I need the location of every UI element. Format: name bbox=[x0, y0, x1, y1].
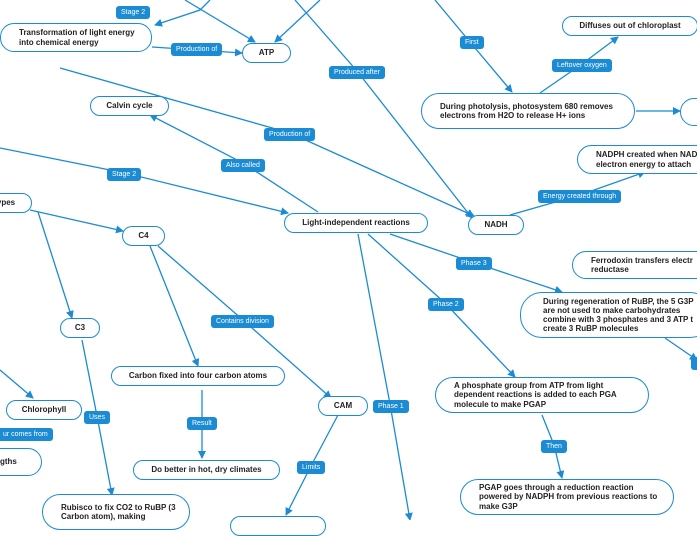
label-uses: Uses bbox=[84, 411, 110, 424]
node-nadh[interactable]: NADH bbox=[468, 215, 524, 235]
node-phosphate-group[interactable]: A phosphate group from ATP from light de… bbox=[435, 377, 649, 413]
node-ferrodoxin[interactable]: Ferrodoxin transfers electr reductase bbox=[572, 251, 697, 279]
node-calvin-cycle[interactable]: Calvin cycle bbox=[90, 96, 169, 116]
node-do-better[interactable]: Do better in hot, dry climates bbox=[133, 460, 280, 480]
node-partial-bottom[interactable] bbox=[230, 516, 326, 536]
edge-c4-carbon bbox=[149, 245, 200, 367]
label-stage2-top: Stage 2 bbox=[116, 6, 151, 19]
node-c3[interactable]: C3 bbox=[60, 318, 100, 338]
label-comes-from: ur comes from bbox=[0, 428, 53, 441]
label-partial-right bbox=[691, 357, 697, 370]
edge-types-c4 bbox=[29, 209, 124, 234]
node-chlorophyll[interactable]: Chlorophyll bbox=[6, 400, 82, 420]
node-rubisco[interactable]: Rubisco to fix CO2 to RuBP (3 Carbon ato… bbox=[42, 494, 190, 530]
node-photolysis[interactable]: During photolysis, photosystem 680 remov… bbox=[421, 93, 635, 129]
label-production-of-atp: Production of bbox=[171, 43, 223, 56]
node-diffuses-out[interactable]: Diffuses out of chloroplast bbox=[562, 16, 697, 36]
label-result: Result bbox=[187, 417, 217, 430]
node-carbon-fixed[interactable]: Carbon fixed into four carbon atoms bbox=[111, 366, 285, 386]
edge-stage2-top bbox=[154, 0, 211, 27]
node-light-independent-reactions[interactable]: Light-independent reactions bbox=[284, 213, 428, 233]
node-regeneration[interactable]: During regeneration of RuBP, the 5 G3P a… bbox=[520, 292, 697, 338]
node-types[interactable]: ypes bbox=[0, 193, 32, 213]
edge-stage2-mid bbox=[0, 147, 289, 216]
node-lengths[interactable]: ngths bbox=[0, 448, 42, 476]
edge-to-chlorophyll bbox=[0, 369, 34, 399]
label-stage2-mid: Stage 2 bbox=[107, 168, 142, 181]
label-production-of-nadh: Production of bbox=[264, 128, 316, 141]
label-first: First bbox=[460, 36, 484, 49]
node-c4[interactable]: C4 bbox=[122, 226, 165, 246]
label-energy-created: Energy created through bbox=[538, 190, 622, 203]
edge-to-atp-right bbox=[274, 0, 321, 43]
edge-phase1 bbox=[357, 233, 413, 520]
label-then: Then bbox=[541, 440, 567, 453]
label-phase1: Phase 1 bbox=[373, 400, 409, 413]
label-limits: Limits bbox=[297, 461, 326, 474]
label-phase2: Phase 2 bbox=[428, 298, 464, 311]
node-atp[interactable]: ATP bbox=[242, 43, 291, 63]
node-cam[interactable]: CAM bbox=[318, 396, 368, 416]
node-pgap-reduction[interactable]: PGAP goes through a reduction reaction p… bbox=[460, 479, 674, 515]
label-also-called: Also called bbox=[221, 159, 265, 172]
label-leftover-oxygen: Leftover oxygen bbox=[552, 59, 612, 72]
edge-regen-right bbox=[664, 337, 697, 361]
node-nadph-created[interactable]: NADPH created when NAD electron energy t… bbox=[577, 145, 697, 174]
edge-types-c3 bbox=[37, 211, 74, 319]
label-contains-division: Contains division bbox=[211, 315, 274, 328]
label-phase3: Phase 3 bbox=[456, 257, 492, 270]
node-transformation[interactable]: Transformation of light energy into chem… bbox=[0, 23, 152, 52]
edge-to-atp-left bbox=[184, 0, 256, 43]
label-produced-after: Produced after bbox=[329, 66, 385, 79]
